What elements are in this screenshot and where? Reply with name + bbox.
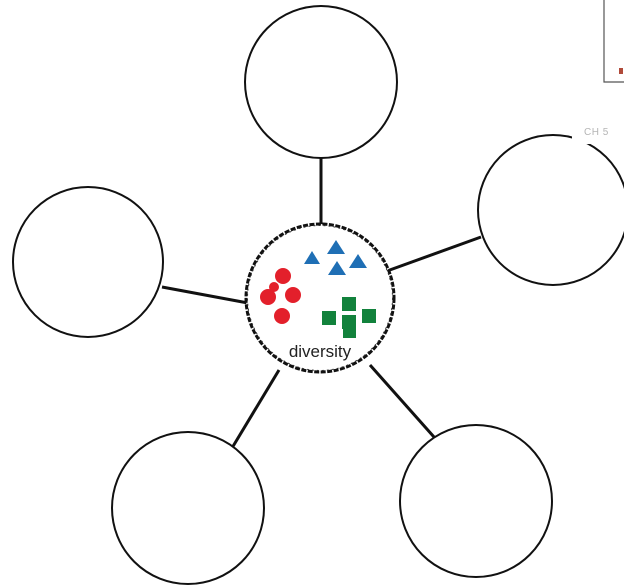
outer-circle-bottom-left[interactable] — [111, 431, 265, 585]
green-squares-icon — [322, 297, 376, 338]
outer-circles — [12, 5, 624, 585]
center-label: diversity — [289, 342, 352, 361]
cropped-corner-frame — [603, 0, 624, 83]
connector-bottom-left — [230, 369, 281, 449]
red-circles-icon — [260, 268, 301, 324]
connector-lines — [161, 158, 482, 449]
outer-circle-top[interactable] — [244, 5, 398, 159]
blue-triangles-icon — [304, 240, 367, 275]
outer-circle-left[interactable] — [12, 186, 164, 338]
corner-label-mask — [572, 122, 624, 144]
outer-circle-right[interactable] — [477, 134, 624, 286]
corner-red-mark — [619, 68, 623, 74]
outer-circle-bottom-right[interactable] — [399, 424, 553, 578]
connector-right — [386, 235, 482, 273]
corner-label: CH 5 — [584, 127, 609, 138]
connector-bottom-right — [368, 364, 436, 438]
connector-left — [161, 285, 249, 305]
